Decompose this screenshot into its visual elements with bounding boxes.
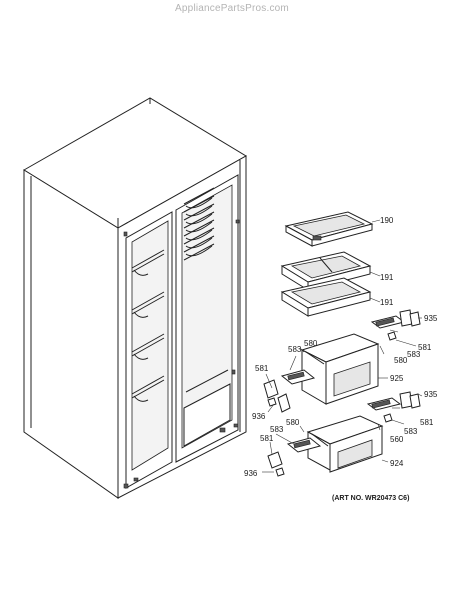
callout-581-upper-left: 581 [255, 364, 269, 373]
callout-580-upper-left: 580 [304, 339, 318, 348]
callout-581-lower-left: 581 [260, 434, 274, 443]
callout-936-upper: 936 [252, 412, 266, 421]
callout-936-lower: 936 [244, 469, 258, 478]
art-number: (ART NO. WR20473 C6) [332, 495, 409, 502]
lower-left-slide [267, 437, 322, 477]
lower-right-slide [366, 391, 421, 423]
upper-left-slide [263, 369, 316, 413]
drawer-925 [300, 333, 388, 405]
refrigerator-cabinet [23, 97, 247, 499]
callout-583-upper-right: 583 [407, 350, 421, 359]
callout-191-upper: 191 [380, 273, 394, 282]
shelf-190 [284, 211, 381, 247]
drawer-924 [306, 415, 389, 473]
shelf-191-lower [280, 277, 381, 317]
callout-580-upper-right: 580 [394, 356, 408, 365]
callout-924: 924 [390, 459, 404, 468]
callout-583-upper-left: 583 [288, 345, 302, 354]
leader-lines [262, 317, 423, 473]
callout-935-upper: 935 [424, 314, 438, 323]
callout-583-lower-right: 583 [404, 427, 418, 436]
callout-935-lower: 935 [424, 390, 438, 399]
callout-191-lower: 191 [380, 298, 394, 307]
callout-583-lower-left: 583 [270, 425, 284, 434]
callout-560: 560 [390, 435, 404, 444]
watermark: AppliancePartsPros.com [175, 3, 289, 14]
callout-580-lower-left: 580 [286, 418, 300, 427]
callout-581-lower-right: 581 [420, 418, 434, 427]
callout-925: 925 [390, 374, 404, 383]
upper-right-slide [370, 309, 421, 341]
callout-190: 190 [380, 216, 394, 225]
callout-581-upper-right: 581 [418, 343, 432, 352]
